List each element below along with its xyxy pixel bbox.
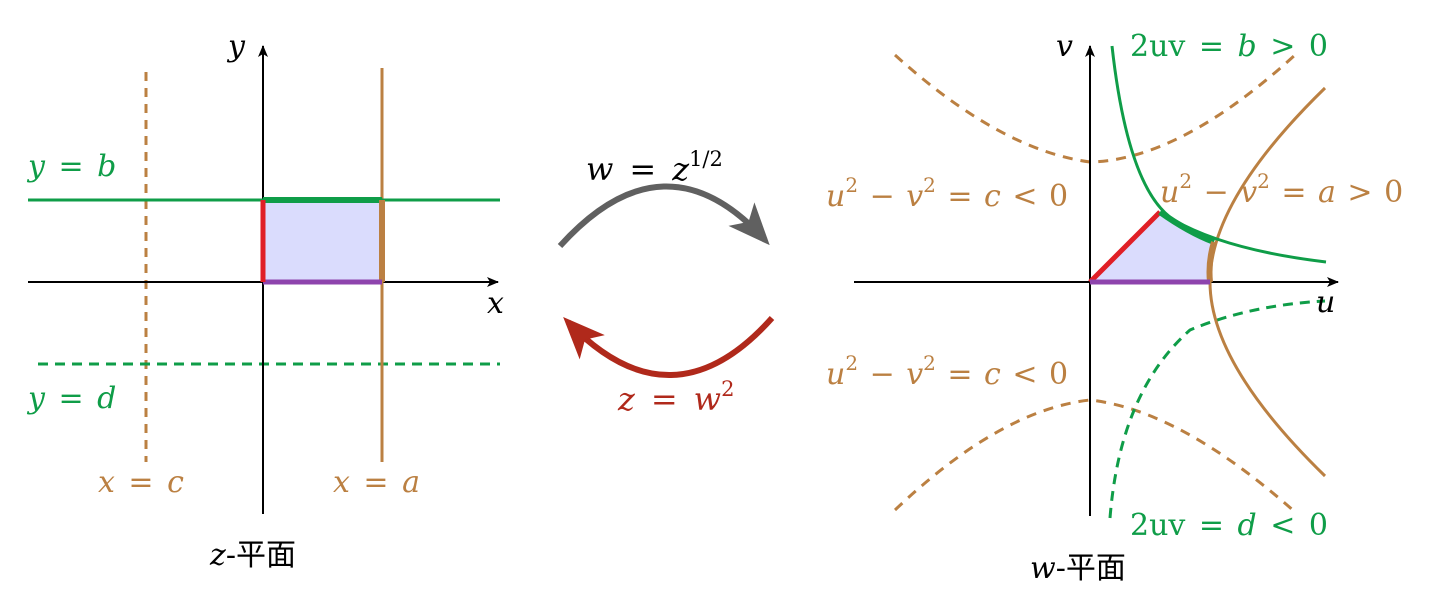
backward-map-label: z = w2: [617, 377, 734, 418]
z-y-axis-label: y: [226, 29, 246, 64]
w-plane-caption: w-平面: [1030, 551, 1126, 586]
z-x-axis-label: x: [487, 286, 504, 321]
z-plane-caption: z-平面: [209, 538, 296, 573]
w-plane: u v 2uv = b > 0 2uv = d < 0 u2 − v2 = a …: [826, 29, 1403, 586]
z-plane: x y y = b y = d x = c x = a z-平面: [26, 29, 504, 573]
z-label-y-eq-b: y = b: [26, 149, 116, 184]
w-curve-2uv-d: [1108, 299, 1326, 519]
backward-map-arrow: [563, 316, 775, 378]
w-boundary-green: [1158, 209, 1216, 245]
w-boundary-red: [1088, 210, 1162, 284]
forward-map-label: w = z1/2: [586, 147, 723, 188]
w-label-hyp-c-top: u2 − v2 = c < 0: [826, 166, 1068, 214]
z-region-fill: [263, 200, 382, 282]
forward-map-arrow: [557, 183, 770, 249]
z-label-y-eq-d: y = d: [26, 381, 116, 416]
w-curve-c-upper: [893, 53, 1297, 164]
w-label-hyp-c-bottom: u2 − v2 = c < 0: [826, 344, 1068, 392]
w-curve-c-lower: [893, 398, 1296, 514]
w-v-axis-label: v: [1056, 29, 1073, 64]
w-boundary-brown: [1206, 241, 1217, 283]
w-label-hyp-a: u2 − v2 = a > 0: [1160, 162, 1403, 210]
w-u-axis-label: u: [1316, 285, 1335, 320]
z-label-x-eq-c: x = c: [98, 465, 184, 500]
z-label-x-eq-a: x = a: [333, 465, 420, 500]
w-label-2uv-d: 2uv = d < 0: [1130, 508, 1328, 543]
w-label-2uv-b: 2uv = b > 0: [1130, 29, 1328, 64]
mapping-arrows: w = z1/2 z = w2: [557, 147, 775, 418]
